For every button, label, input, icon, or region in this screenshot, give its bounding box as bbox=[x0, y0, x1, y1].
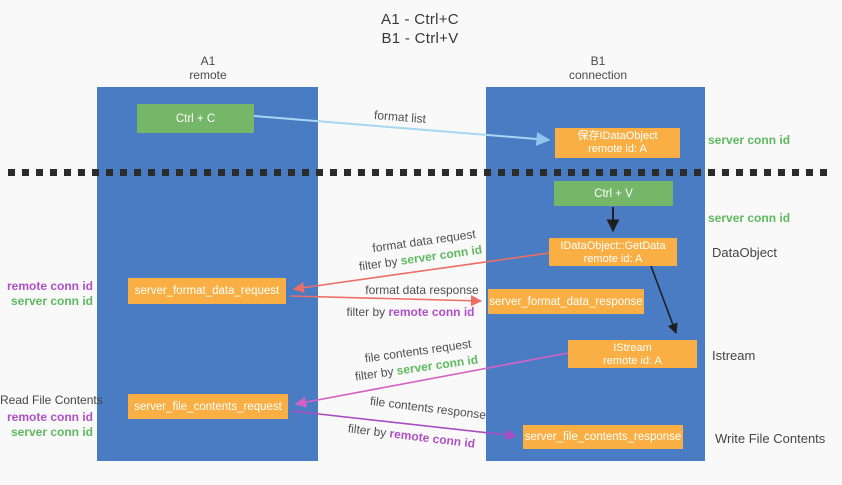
ctrl-c-label: Ctrl + C bbox=[175, 112, 216, 125]
ctrl-v-label: Ctrl + V bbox=[594, 187, 633, 200]
arrow-format-data-request bbox=[292, 252, 550, 294]
remote-conn-id-label-1: remote conn id bbox=[6, 279, 93, 293]
left-conn-id-block-2: remote conn id server conn id bbox=[0, 410, 93, 440]
getdata-remote-id: remote id: A bbox=[583, 253, 643, 265]
arrow-file-contents-response bbox=[291, 410, 518, 441]
arrow-getdata-to-istream bbox=[650, 265, 678, 334]
save-dataobject-remote-id: remote id: A bbox=[588, 143, 647, 155]
remote-conn-id-text-1: remote conn id bbox=[388, 305, 475, 319]
format-data-response-label: format data response bbox=[365, 283, 479, 297]
getdata-title: IDataObject::GetData bbox=[560, 240, 666, 252]
server-conn-id-label-top: server conn id bbox=[708, 133, 791, 147]
title-line-1: A1 - Ctrl+C bbox=[381, 11, 459, 28]
server-file-contents-response-box: server_file_contents_response bbox=[523, 425, 683, 449]
istream-remote-id: remote id: A bbox=[603, 355, 662, 367]
istream-label: Istream bbox=[712, 348, 756, 363]
column-a1-subtitle: remote bbox=[189, 68, 227, 82]
ctrl-v-box: Ctrl + V bbox=[554, 181, 673, 206]
server-conn-id-label-2: server conn id bbox=[10, 425, 93, 439]
save-dataobject-title: 保存IDataObject bbox=[577, 130, 658, 142]
server-conn-id-label-mid: server conn id bbox=[708, 211, 791, 225]
ctrl-c-box: Ctrl + C bbox=[137, 104, 254, 133]
filter-by-remote-conn-id-label-1: filter by remote conn id bbox=[343, 305, 478, 319]
filter-by-text-2: filter by bbox=[346, 305, 389, 319]
dotted-separator bbox=[8, 169, 834, 176]
column-a1-name: A1 bbox=[200, 54, 216, 68]
arrow-format-list bbox=[253, 115, 551, 146]
server-file-contents-request-box: server_file_contents_request bbox=[128, 394, 288, 419]
left-conn-id-block-1: remote conn id server conn id bbox=[0, 279, 93, 309]
column-b1-subtitle: connection bbox=[568, 68, 628, 82]
arrow-format-data-response bbox=[289, 295, 483, 307]
diagram-title: A1 - Ctrl+C B1 - Ctrl+V bbox=[300, 10, 540, 48]
remote-conn-id-label-2: remote conn id bbox=[6, 410, 93, 424]
column-header-a1: A1 remote bbox=[148, 54, 268, 82]
istream-box: IStream remote id: A bbox=[568, 340, 697, 368]
server-format-data-response-box: server_format_data_response bbox=[488, 289, 644, 314]
getdata-box: IDataObject::GetData remote id: A bbox=[549, 238, 677, 266]
arrow-file-contents-request bbox=[294, 352, 569, 408]
write-file-contents-label: Write File Contents bbox=[715, 431, 826, 446]
column-header-b1: B1 connection bbox=[538, 54, 658, 82]
dataobject-label: DataObject bbox=[712, 245, 778, 260]
istream-title: IStream bbox=[613, 342, 652, 354]
read-file-contents-label: Read File Contents bbox=[0, 393, 103, 407]
server-format-data-request-box: server_format_data_request bbox=[128, 278, 286, 304]
title-line-2: B1 - Ctrl+V bbox=[381, 30, 459, 47]
server-conn-id-label-1: server conn id bbox=[10, 294, 93, 308]
save-dataobject-box: 保存IDataObject remote id: A bbox=[555, 128, 680, 158]
column-b1-name: B1 bbox=[590, 54, 606, 68]
